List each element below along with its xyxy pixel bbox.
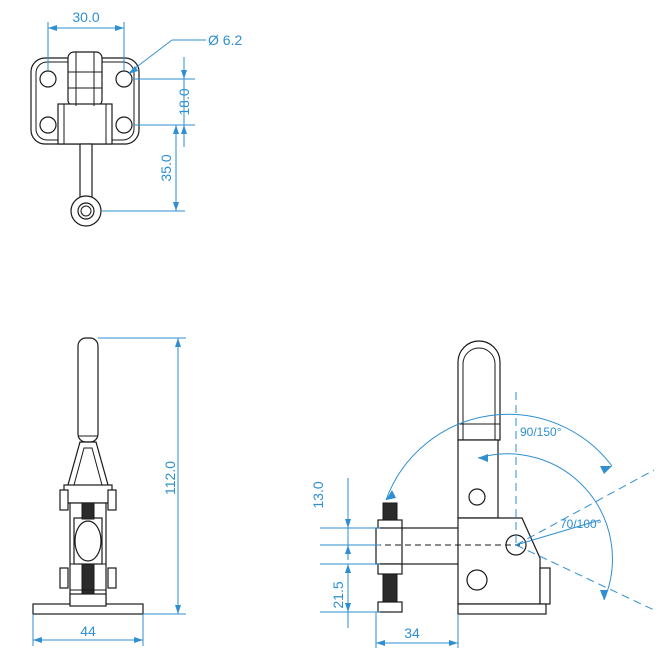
spindle-side (382, 573, 398, 603)
base-side (457, 603, 547, 615)
front-view: 112.0 44 (32, 337, 186, 646)
clamp-bracket-top (57, 103, 113, 145)
clamp-body-side (457, 517, 541, 605)
dim-base-width: 44 (80, 623, 96, 639)
dim-hole-diameter: Ø 6.2 (208, 32, 242, 48)
spindle-top-front (81, 502, 95, 520)
handle-arm-top (79, 143, 93, 199)
spindle-bracket (397, 527, 461, 565)
dim-overall-height: 112.0 (162, 461, 178, 495)
dim-spindle-offset: 34 (404, 625, 420, 641)
dim-top-width: 30.0 (72, 9, 99, 25)
spindle-foot (377, 601, 403, 613)
arc-partial (477, 453, 613, 601)
dim-hole-spacing: 18.0 (176, 88, 192, 115)
clamp-body-top (67, 51, 103, 107)
top-view: 30.0 Ø 6.2 18.0 35.0 (30, 9, 242, 227)
mount-hole-br (115, 116, 133, 134)
spindle-nut-top (382, 502, 398, 522)
dim-angle-partial: 70/100° (560, 517, 602, 531)
dim-spindle-height: 13.0 (310, 481, 326, 508)
dim-angle-open: 90/150° (520, 425, 562, 439)
handle-grip-side (457, 340, 501, 441)
mount-hole-bl (39, 116, 57, 134)
clamp-arm-side (457, 439, 499, 519)
handle-grip-front (77, 337, 99, 443)
mount-hole-tr (115, 70, 133, 88)
mount-hole-tl (39, 70, 57, 88)
dim-handle-offset: 35.0 (158, 154, 174, 181)
arc-open (385, 413, 613, 501)
side-view: 90/150° 70/100° 13.0 21.5 34 (310, 340, 655, 648)
dim-base-to-spindle: 21.5 (330, 581, 346, 608)
